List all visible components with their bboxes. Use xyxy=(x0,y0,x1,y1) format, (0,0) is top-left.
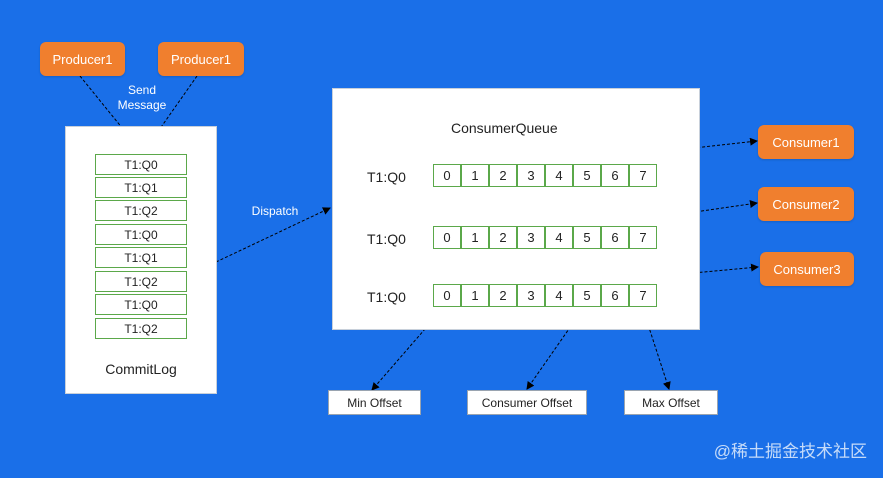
queue-2-cell: 2 xyxy=(489,226,517,249)
send-message-label: Send Message xyxy=(117,83,167,112)
commitlog-entry: T1:Q1 xyxy=(95,247,187,268)
queue-2-cell: 0 xyxy=(433,226,461,249)
commitlog-entry: T1:Q2 xyxy=(95,318,187,339)
queue-label-1: T1:Q0 xyxy=(367,169,406,185)
arrow-queue2-consumer2 xyxy=(611,200,758,225)
commitlog-entry: T1:Q1 xyxy=(95,177,187,198)
consumer-node-3: Consumer3 xyxy=(760,252,854,286)
consumer-offset-box: Consumer Offset xyxy=(467,390,587,415)
queue-1-cell: 2 xyxy=(489,164,517,187)
queue-2-cell: 7 xyxy=(629,226,657,249)
consumer-node-1: Consumer1 xyxy=(758,125,854,159)
producer-node-1: Producer1 xyxy=(40,42,125,76)
queue-1-cell: 1 xyxy=(461,164,489,187)
queue-2-cell: 6 xyxy=(601,226,629,249)
commitlog-box: T1:Q0 T1:Q1 T1:Q2 T1:Q0 T1:Q1 T1:Q2 T1:Q… xyxy=(65,126,217,394)
queue-3-cell: 6 xyxy=(601,284,629,307)
queue-2-cell: 3 xyxy=(517,226,545,249)
queue-1-cell: 6 xyxy=(601,164,629,187)
queue-2-cell: 4 xyxy=(545,226,573,249)
commitlog-entry: T1:Q0 xyxy=(95,154,187,175)
commitlog-entry: T1:Q2 xyxy=(95,271,187,292)
queue-1-cell: 3 xyxy=(517,164,545,187)
watermark-text: @稀土掘金技术社区 xyxy=(713,442,867,461)
queue-1-cell: 4 xyxy=(545,164,573,187)
queue-label-3: T1:Q0 xyxy=(367,289,406,305)
commitlog-entry: T1:Q2 xyxy=(95,200,187,221)
dispatch-label: Dispatch xyxy=(251,204,299,218)
queue-3-cell: 1 xyxy=(461,284,489,307)
max-offset-box: Max Offset xyxy=(624,390,718,415)
commitlog-entry: T1:Q0 xyxy=(95,224,187,245)
queue-1-cell: 0 xyxy=(433,164,461,187)
producer-node-2: Producer1 xyxy=(158,42,244,76)
queue-2-cell: 1 xyxy=(461,226,489,249)
arrow-min-offset xyxy=(371,305,446,391)
consumer-node-2: Consumer2 xyxy=(758,187,854,221)
queue-3-cell: 5 xyxy=(573,284,601,307)
commitlog-entry: T1:Q0 xyxy=(95,294,187,315)
arrow-dispatch xyxy=(215,207,331,263)
queue-3-cell: 7 xyxy=(629,284,657,307)
min-offset-box: Min Offset xyxy=(328,390,421,415)
queue-1-cell: 5 xyxy=(573,164,601,187)
arrow-max-offset xyxy=(641,305,671,390)
consumer-queue-box: ConsumerQueue T1:Q0 0 1 2 3 4 5 6 7 T1:Q… xyxy=(332,88,700,330)
queue-3-cell: 2 xyxy=(489,284,517,307)
queue-label-2: T1:Q0 xyxy=(367,231,406,247)
queue-3-cell: 4 xyxy=(545,284,573,307)
queue-2-cell: 5 xyxy=(573,226,601,249)
commitlog-title: CommitLog xyxy=(105,361,177,377)
arrow-producer1-to-commitlog xyxy=(79,75,141,151)
queue-1-cell: 7 xyxy=(629,164,657,187)
queue-3-cell: 3 xyxy=(517,284,545,307)
consumer-queue-title: ConsumerQueue xyxy=(451,120,558,136)
queue-3-cell: 0 xyxy=(433,284,461,307)
